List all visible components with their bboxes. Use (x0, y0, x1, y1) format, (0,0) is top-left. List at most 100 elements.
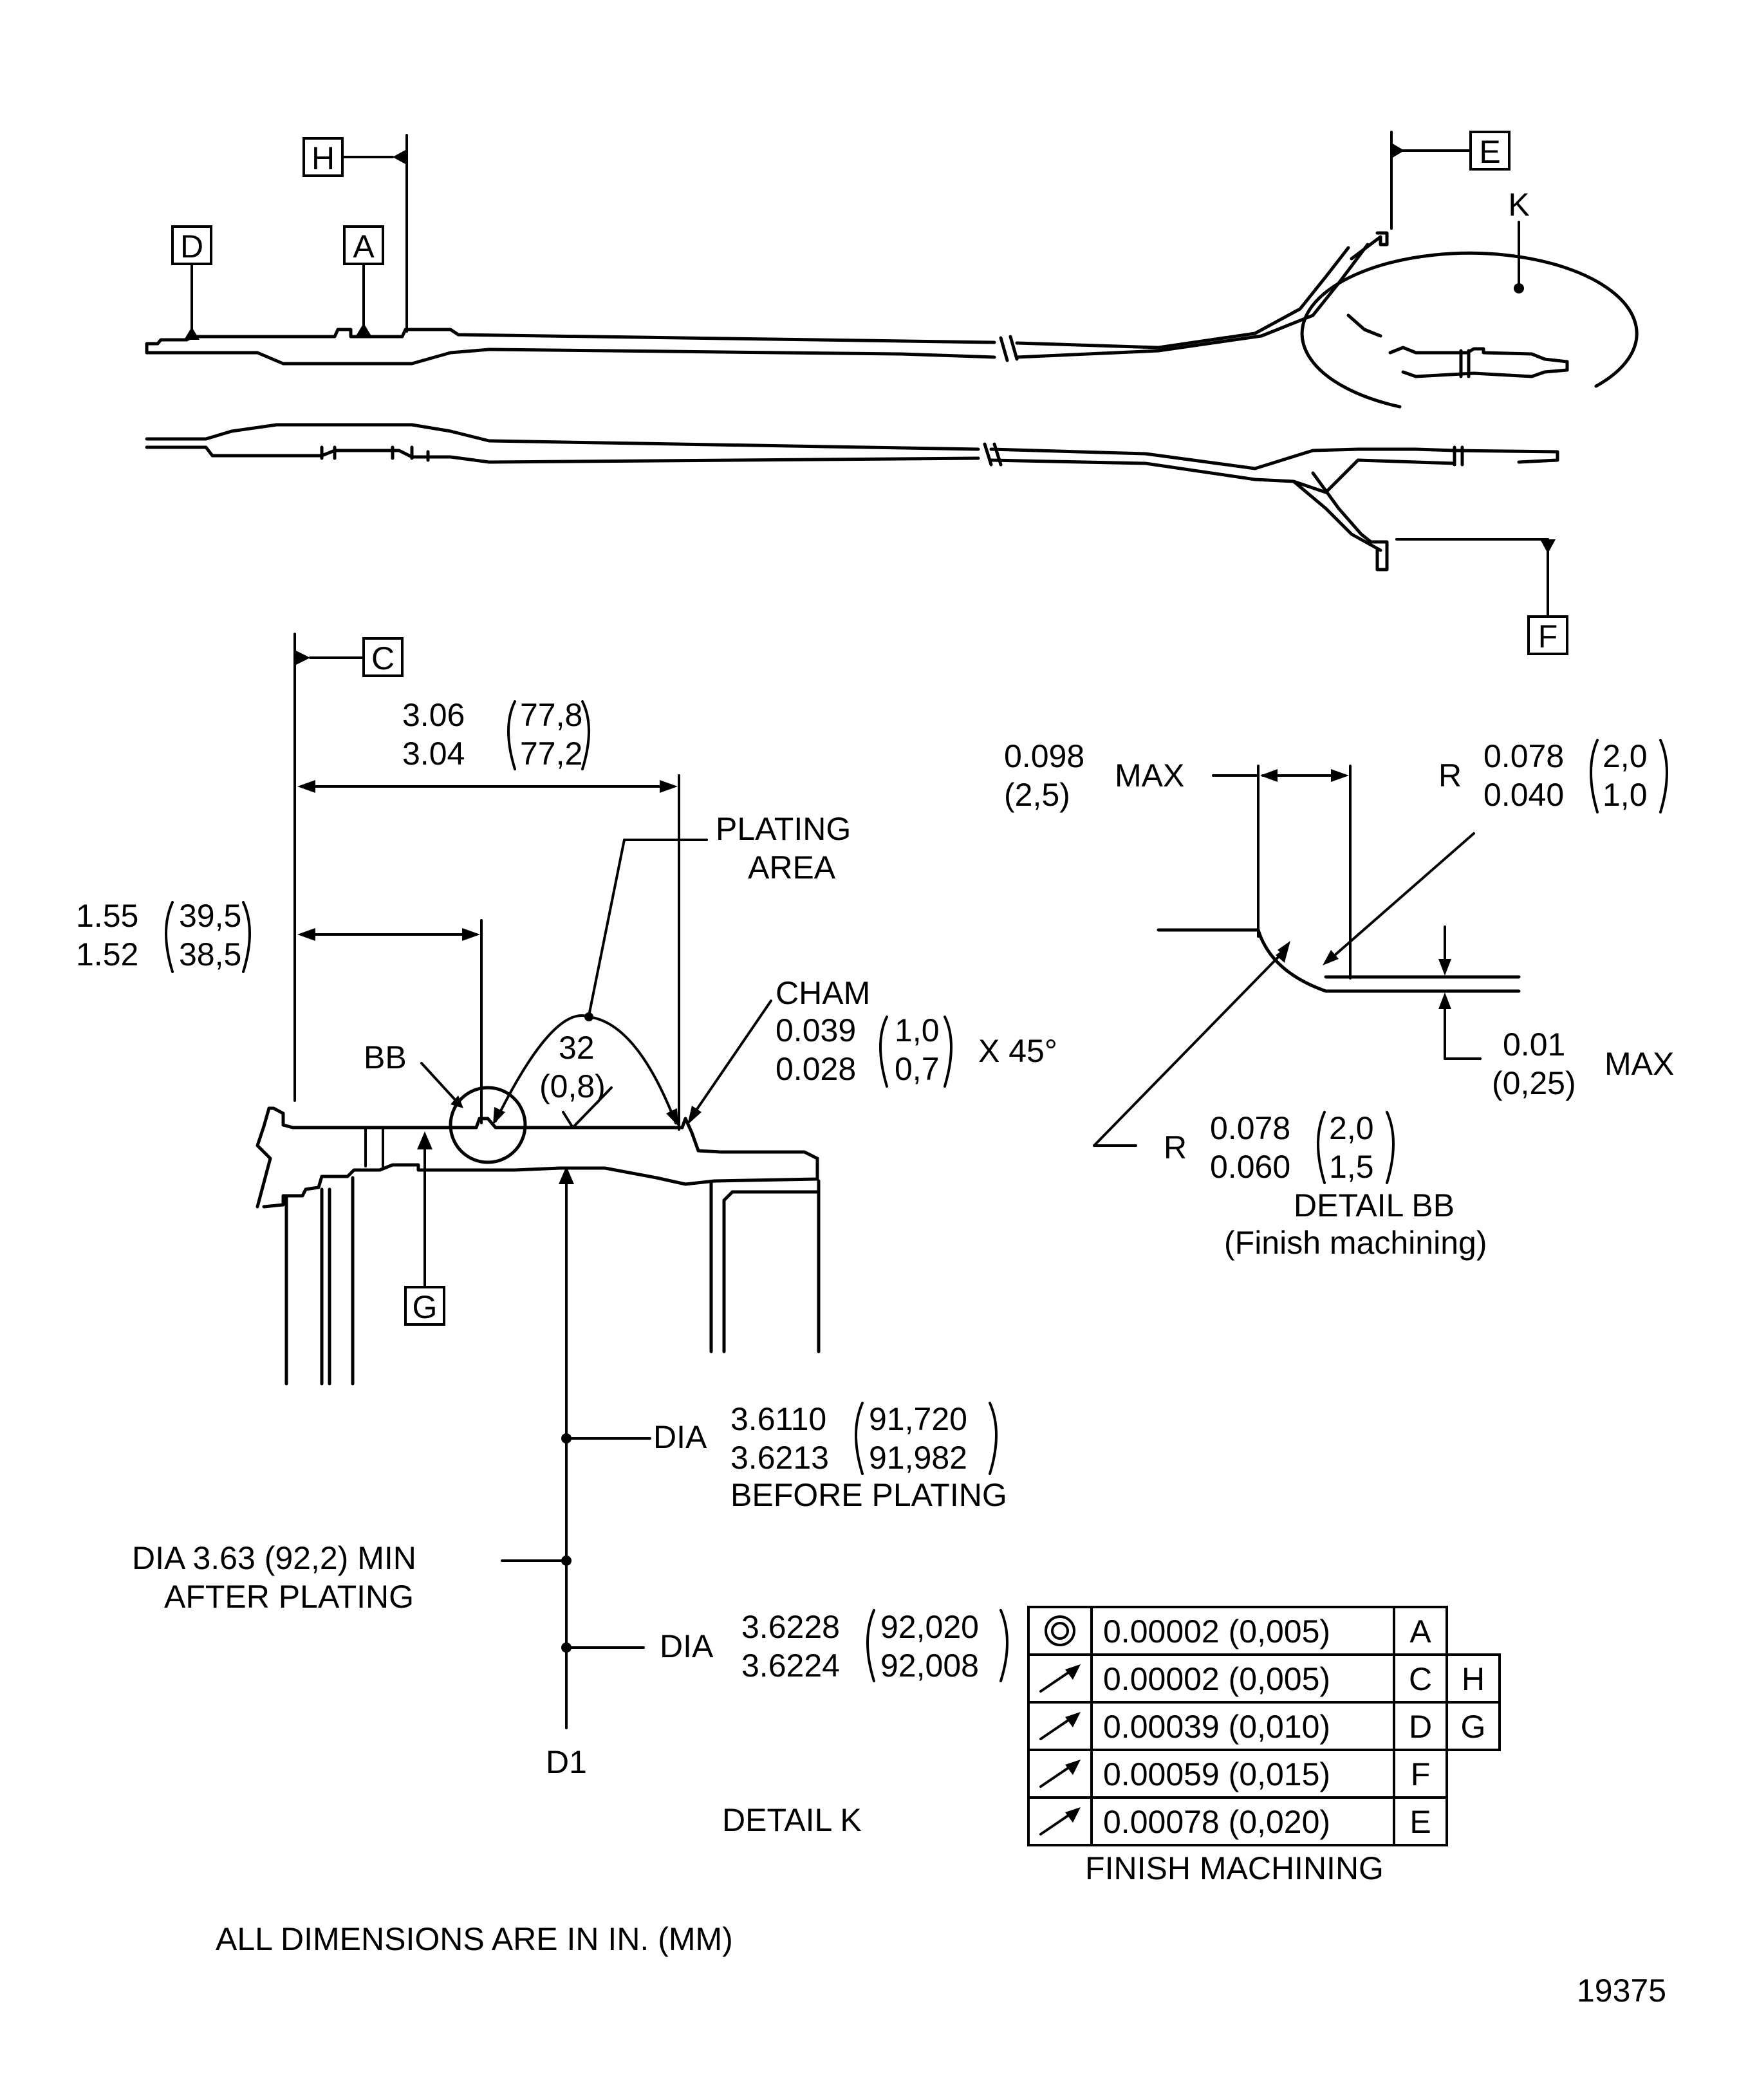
dim-155-in-bot: 1.52 (76, 936, 138, 972)
detail-k-circle (1300, 221, 1639, 409)
dia-final-mm-top: 92,020 (880, 1609, 979, 1645)
concentricity-icon (1045, 1615, 1075, 1646)
bb-rtop-in-top: 0.078 (1483, 738, 1564, 774)
detail-k-label: K (1508, 187, 1529, 223)
bb-rbot-in-bot: 0.060 (1210, 1149, 1290, 1185)
datum-label-H: H (311, 140, 335, 176)
cham-suffix: X 45° (978, 1033, 1057, 1069)
bb-rbot-mm-bot: 1,5 (1329, 1149, 1374, 1185)
cham-in-top: 0.039 (776, 1012, 856, 1048)
runout-icon (1039, 1664, 1081, 1693)
d1-label: D1 (546, 1744, 587, 1780)
cham-in-bot: 0.028 (776, 1051, 856, 1087)
tolerance-cell (1090, 1701, 1395, 1751)
dia-before-prefix: DIA (653, 1419, 707, 1455)
dim-155-mm-top: 39,5 (179, 898, 241, 934)
datum-label-F: F (1538, 618, 1558, 655)
dim-306-mm-top: 77,8 (520, 697, 582, 733)
datum-ref: F (1411, 1756, 1431, 1792)
shaft-profile-upper (145, 231, 1389, 366)
tolerance-cell (1090, 1749, 1395, 1799)
bb-rbot-mm-top: 2,0 (1329, 1110, 1374, 1146)
dia-before-mm-bot: 91,982 (869, 1440, 967, 1476)
detail-bb-drawing: 0.098 (2,5) MAX R 0.078 0.040 2,0 1,0 0.… (1004, 738, 1674, 1261)
tolerance-caption: FINISH MACHINING (1085, 1850, 1384, 1886)
dim-155-mm-bot: 38,5 (179, 936, 241, 972)
dia-before-in-bot: 3.6213 (730, 1440, 829, 1476)
datum-cell (1393, 1606, 1448, 1656)
dia-final-prefix: DIA (660, 1628, 714, 1664)
runout-icon (1039, 1807, 1081, 1835)
bb-step-mm: (0,25) (1492, 1065, 1576, 1101)
shaft-profile-lower (145, 423, 1559, 571)
dia-before-in-top: 3.6110 (730, 1401, 826, 1437)
tolerance-value: 0.00002 (0,005) (1103, 1613, 1330, 1649)
datum-F-flag: F (1395, 538, 1568, 655)
tolerance-row: 0.00002 (0,005) A (1027, 1606, 1448, 1656)
datum-D-flag: D (171, 225, 212, 340)
dia-after-line2: AFTER PLATING (164, 1579, 414, 1615)
dim-306-in-bot: 3.04 (402, 736, 465, 772)
tolerance-row: 0.00078 (0,020)E (1027, 1796, 1448, 1846)
datum-label-C: C (371, 640, 395, 676)
dim-306-in-top: 3.06 (402, 697, 465, 733)
units-note: ALL DIMENSIONS ARE IN IN. (MM) (216, 1921, 733, 1957)
datum-ref-secondary: H (1462, 1661, 1485, 1697)
dia-final-mm-bot: 92,008 (880, 1648, 979, 1684)
dia-final-in-bot: 3.6224 (741, 1648, 840, 1684)
bb-step-in: 0.01 (1503, 1027, 1565, 1063)
cham-label: CHAM (776, 975, 870, 1011)
datum-ref: D (1409, 1709, 1432, 1745)
detail-bb-subtitle: (Finish machining) (1224, 1225, 1487, 1261)
tolerance-row: 0.00059 (0,015) F (1027, 1749, 1448, 1799)
bb-label: BB (364, 1039, 407, 1075)
bb-rtop-mm-bot: 1,0 (1603, 777, 1648, 813)
symbol-cell (1027, 1606, 1093, 1656)
runout-icon (1039, 1712, 1081, 1740)
dim-306-mm-bot: 77,2 (520, 736, 582, 772)
finish-value: 32 (559, 1030, 595, 1066)
detail-k-title: DETAIL K (722, 1802, 862, 1838)
datum-label-A: A (353, 228, 375, 265)
detail-bb-title: DETAIL BB (1294, 1187, 1455, 1223)
cham-mm-top: 1,0 (895, 1012, 940, 1048)
plating-area-line2: AREA (748, 850, 836, 886)
tolerance-value: 0.00059 (0,015) (1103, 1756, 1330, 1792)
bb-rbot-prefix: R (1164, 1129, 1187, 1166)
datum-E-flag: E (1390, 131, 1511, 230)
tolerance-cell (1090, 1796, 1395, 1846)
detail-k-drawing: C 3.06 3.04 77,8 77,2 1.55 1.52 39,5 38,… (76, 633, 1057, 1838)
cham-mm-bot: 0,7 (895, 1051, 940, 1087)
bb-rtop-mm-top: 2,0 (1603, 738, 1648, 774)
bb-max-mm: (2,5) (1004, 777, 1070, 813)
datum-label-E: E (1479, 134, 1500, 170)
tolerance-value: 0.00078 (0,020) (1103, 1804, 1330, 1840)
datum-cell (1393, 1796, 1448, 1846)
bb-rtop-prefix: R (1438, 757, 1462, 794)
bb-max-in: 0.098 (1004, 738, 1084, 774)
tolerance-cell (1090, 1653, 1395, 1704)
dia-before-note: BEFORE PLATING (730, 1477, 1007, 1513)
plating-area-line1: PLATING (716, 811, 851, 847)
tolerance-value: 0.00039 (0,010) (1103, 1709, 1330, 1745)
datum-ref: A (1409, 1613, 1431, 1649)
bb-step-suffix: MAX (1604, 1046, 1674, 1082)
dia-before-mm-top: 91,720 (869, 1401, 967, 1437)
datum-A-flag: A (343, 225, 384, 336)
tolerance-value: 0.00002 (0,005) (1103, 1661, 1330, 1697)
dia-final-in-top: 3.6228 (741, 1609, 840, 1645)
datum-cell-secondary (1446, 1701, 1501, 1751)
bb-rtop-in-bot: 0.040 (1483, 777, 1564, 813)
dim-155-in-top: 1.55 (76, 898, 138, 934)
bb-rbot-in-top: 0.078 (1210, 1110, 1290, 1146)
datum-label-D: D (180, 228, 203, 265)
datum-ref: C (1409, 1661, 1432, 1697)
datum-ref-secondary: G (1461, 1709, 1486, 1745)
datum-cell-secondary (1446, 1653, 1501, 1704)
figure-number: 19375 (1577, 1973, 1666, 2009)
dia-after-line1: DIA 3.63 (92,2) MIN (132, 1540, 416, 1576)
bb-max-suffix: MAX (1115, 757, 1184, 794)
